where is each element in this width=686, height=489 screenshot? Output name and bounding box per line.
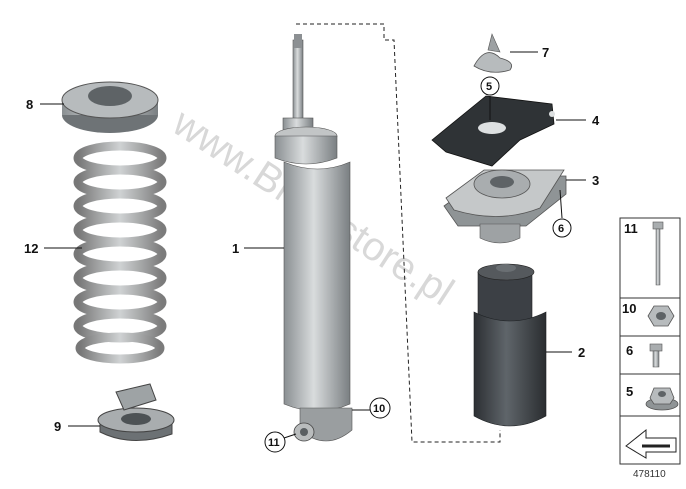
svg-text:6: 6 [558,223,564,235]
spring-pad-lower [97,383,175,442]
coil-spring [73,141,167,364]
cap [473,33,513,73]
svg-text:7: 7 [542,45,549,60]
callout-1: 1 [232,241,284,256]
callout-3: 3 [566,173,599,188]
svg-text:6: 6 [626,343,633,358]
svg-text:3: 3 [592,173,599,188]
svg-text:9: 9 [54,419,61,434]
callout-10-circle: 10 [352,397,391,419]
gasket-plate [431,95,555,167]
svg-text:1: 1 [232,241,239,256]
callout-6-circle: 6 [552,189,572,238]
svg-text:10: 10 [373,403,385,415]
svg-text:8: 8 [26,97,33,112]
dust-boot [473,263,547,427]
svg-text:12: 12 [24,241,38,256]
shock-absorber [274,34,353,442]
diagram-number: 478110 [633,469,666,480]
callout-8: 8 [26,97,64,112]
svg-text:4: 4 [592,113,600,128]
svg-text:10: 10 [622,301,636,316]
legend-item-bolt: 11 [624,221,664,286]
callout-4: 4 [556,113,600,128]
assembly-dashed-line [296,23,501,443]
orientation-arrow-icon [625,428,677,459]
spring-pad-upper [61,81,159,133]
callout-11-circle: 11 [264,431,297,453]
callout-2: 2 [546,345,585,360]
svg-text:5: 5 [486,81,492,93]
callout-5-circle: 5 [480,76,500,120]
callout-12: 12 [24,241,82,256]
callout-9: 9 [54,419,100,434]
svg-text:11: 11 [624,221,638,236]
svg-text:2: 2 [578,345,585,360]
legend-item-screw: 6 [626,343,663,368]
legend-item-hex-nut: 10 [622,301,675,327]
support-bearing [443,169,567,244]
callout-7: 7 [510,45,549,60]
hardware-legend: 11 10 6 5 [619,217,681,465]
legend-item-collar-nut: 5 [626,384,679,411]
svg-text:11: 11 [268,437,280,449]
svg-text:5: 5 [626,384,633,399]
